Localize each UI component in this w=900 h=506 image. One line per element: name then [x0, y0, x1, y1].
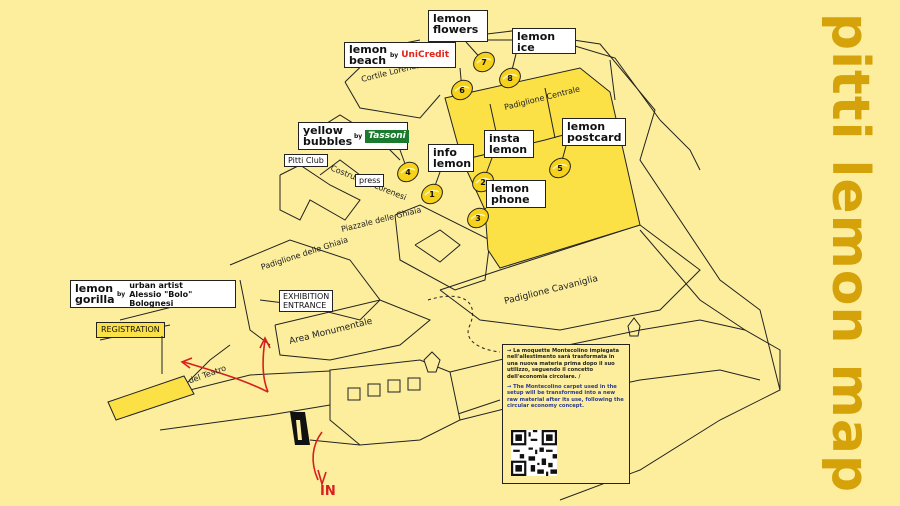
lemon-icon — [421, 183, 443, 205]
note-english: → The Montecolino carpet used in the set… — [507, 384, 624, 410]
lemon-icon — [549, 157, 571, 179]
lemon-marker-1[interactable]: 1 — [418, 180, 446, 207]
lemon-marker-3[interactable]: 3 — [464, 204, 492, 231]
label-info-lemon: info lemon — [428, 144, 474, 172]
lemon-marker-7[interactable]: 7 — [470, 48, 498, 75]
lemon-icon — [473, 51, 495, 73]
label-lemon-ice: lemon ice — [512, 28, 576, 54]
marker-number: 1 — [429, 190, 435, 199]
tassoni-logo: Tassoni — [365, 129, 409, 143]
route-arrows — [180, 336, 327, 487]
area-padiglione-cavaniglia: Padiglione Cavaniglia — [503, 274, 599, 307]
qr-code[interactable] — [511, 430, 557, 476]
lemon-marker-6[interactable]: 6 — [448, 76, 476, 103]
label-lemon-gorilla: lemon gorilla by urban artist Alessio "B… — [70, 280, 236, 308]
marker-number: 8 — [507, 74, 513, 83]
lemon-icon — [451, 79, 473, 101]
marker-number: 5 — [557, 164, 563, 173]
label-press: press — [355, 174, 385, 187]
marker-number: 2 — [480, 178, 486, 187]
marker-number: 7 — [481, 58, 487, 67]
marker-number: 3 — [475, 214, 481, 223]
registration-building — [107, 336, 195, 421]
dashed-path — [427, 295, 501, 353]
area-monumentale-outline — [274, 299, 431, 361]
map-title: pitti lemon map — [820, 12, 880, 494]
entrance-in-label: IN — [320, 484, 336, 499]
lemon-icon — [467, 207, 489, 229]
lemon-marker-5[interactable]: 5 — [546, 154, 574, 181]
label-insta-lemon: insta lemon — [484, 130, 534, 158]
area-padiglione-ghiaia: Padiglione delle Ghiaia — [260, 235, 349, 272]
area-monumentale: Area Monumentale — [288, 316, 374, 346]
fortress-walls — [329, 317, 781, 446]
label-exhibition-entrance: EXHIBITION ENTRANCE — [279, 290, 333, 312]
label-lemon-postcard: lemon postcard — [562, 118, 626, 146]
marker-number: 4 — [405, 168, 411, 177]
unicredit-logo: UniCredit — [401, 49, 449, 60]
entrance-gate — [290, 412, 310, 445]
padiglione-cavaniglia-outline — [439, 224, 701, 331]
label-lemon-flowers: lemon flowers — [428, 10, 488, 42]
marker-number: 6 — [459, 86, 465, 95]
label-yellow-bubbles: yellow bubbles by Tassoni — [298, 122, 409, 150]
costruzioni-outline — [279, 164, 361, 221]
label-registration: REGISTRATION — [96, 322, 165, 338]
lemon-marker-4[interactable]: 4 — [394, 158, 422, 185]
label-lemon-phone: lemon phone — [486, 180, 546, 208]
lemon-markers: 1 2 3 4 5 6 7 8 — [394, 41, 574, 231]
label-lemon-beach: lemon beach by UniCredit — [344, 42, 456, 68]
lemon-icon — [397, 161, 419, 183]
label-pitti-club: Pitti Club — [284, 154, 328, 167]
note-italian: → La moquette Montecolino impiegata nell… — [507, 348, 620, 380]
lemon-icon — [499, 67, 521, 89]
piazzale-building — [394, 204, 491, 291]
sustainability-note: → La moquette Montecolino impiegata nell… — [502, 344, 630, 484]
lemon-marker-8[interactable]: 8 — [496, 64, 524, 91]
